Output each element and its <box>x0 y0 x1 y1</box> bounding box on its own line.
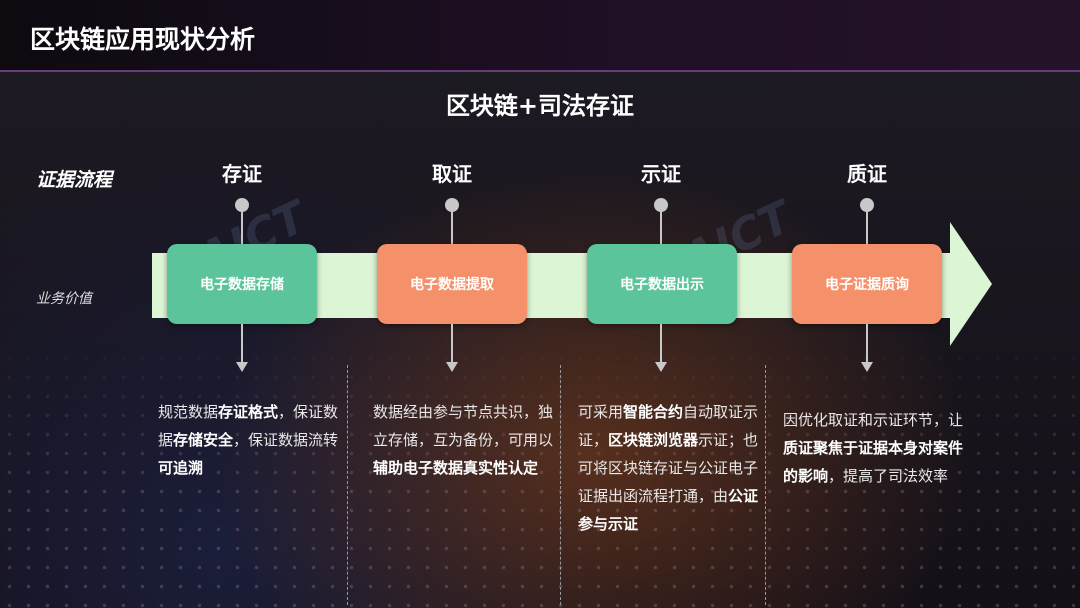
slide-subtitle: 区块链+司法存证 <box>445 92 635 120</box>
description-segment: 规范数据 <box>158 403 219 421</box>
step-label: 质证 <box>847 162 887 186</box>
column-separator <box>560 365 561 605</box>
pin-icon <box>860 198 874 212</box>
stage-box: 电子证据质询 <box>792 244 942 324</box>
stage-box-label: 电子证据质询 <box>825 277 909 293</box>
description-segment: 可追溯 <box>158 459 204 477</box>
column-separator <box>347 365 348 605</box>
description-segment: ，提高了司法效率 <box>828 467 949 485</box>
arrow-down-icon <box>236 362 248 372</box>
description-segment: 自动取证示证， <box>578 403 759 449</box>
stage-box: 电子数据出示 <box>587 244 737 324</box>
step-label: 取证 <box>432 162 472 186</box>
connector-line <box>241 210 243 244</box>
stage-box-label: 电子数据存储 <box>200 277 284 293</box>
description-segment: 智能合约 <box>623 403 684 421</box>
arrow-down-icon <box>446 362 458 372</box>
stage-description: 数据经由参与节点共识，独立存储，互为备份，可用以辅助电子数据真实性认定 <box>373 398 561 482</box>
description-segment: 因优化取证和示证环节，让 <box>783 411 964 429</box>
description-segment: 区块链浏览器 <box>608 431 699 449</box>
connector-line <box>451 324 453 362</box>
connector-line <box>660 324 662 362</box>
description-segment: 公证参与示证 <box>578 487 759 533</box>
pin-icon <box>654 198 668 212</box>
connector-line <box>660 210 662 244</box>
step-label: 示证 <box>641 162 681 186</box>
pin-icon <box>235 198 249 212</box>
stage-box: 电子数据存储 <box>167 244 317 324</box>
description-segment: ，保证数据 <box>158 403 339 449</box>
arrow-down-icon <box>655 362 667 372</box>
title-bar: 区块链应用现状分析 <box>0 0 1080 72</box>
timeline-arrow-head <box>950 222 992 346</box>
connector-line <box>866 324 868 362</box>
page-title: 区块链应用现状分析 <box>30 25 256 54</box>
description-segment: 质证聚焦于证据本身对案件的影响 <box>783 439 964 485</box>
stage-description: 因优化取证和示证环节，让质证聚焦于证据本身对案件的影响，提高了司法效率 <box>783 406 971 490</box>
step-label: 存证 <box>222 162 262 186</box>
description-segment: 示证；也可将区块链存证与公证电子证据出函流程打通，由 <box>578 431 759 505</box>
row-label-process: 证据流程 <box>36 169 113 191</box>
background-dot-pattern <box>0 330 1080 608</box>
description-segment: 存证格式 <box>218 403 279 421</box>
description-segment: 数据经由参与节点共识，独立存储，互为备份，可用以 <box>373 403 554 449</box>
stage-description: 可采用智能合约自动取证示证，区块链浏览器示证；也可将区块链存证与公证电子证据出函… <box>578 398 766 538</box>
stage-box-label: 电子数据提取 <box>410 277 494 293</box>
description-segment: 可采用 <box>578 403 624 421</box>
description-segment: 辅助电子数据真实性认定 <box>373 459 539 477</box>
stage-description: 规范数据存证格式，保证数据存储安全，保证数据流转可追溯 <box>158 398 346 482</box>
connector-line <box>866 210 868 244</box>
stage-box-label: 电子数据出示 <box>620 277 704 293</box>
stage-box: 电子数据提取 <box>377 244 527 324</box>
connector-line <box>241 324 243 362</box>
row-label-value: 业务价值 <box>36 291 92 307</box>
description-segment: 存储安全 <box>173 431 234 449</box>
pin-icon <box>445 198 459 212</box>
description-segment: ，保证数据流转 <box>233 431 339 449</box>
connector-line <box>451 210 453 244</box>
column-separator <box>765 365 766 605</box>
arrow-down-icon <box>861 362 873 372</box>
